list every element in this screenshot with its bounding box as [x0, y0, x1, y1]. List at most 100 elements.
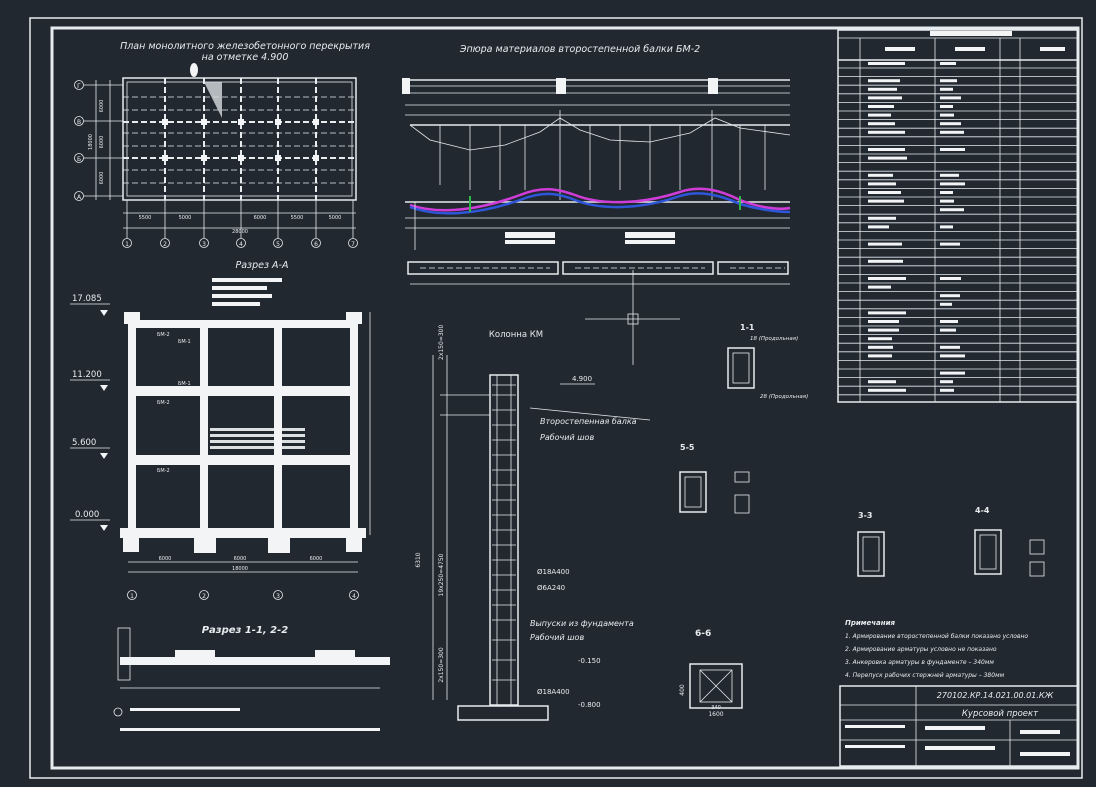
svg-text:5500: 5500 — [139, 215, 152, 221]
svg-text:1: 1 — [130, 593, 134, 600]
notes-title: Примечания — [845, 619, 896, 627]
section-aa-legend-block — [212, 278, 282, 306]
svg-text:Ø18А400: Ø18А400 — [537, 688, 570, 696]
section-aa-title: Разрез А-А — [236, 260, 289, 271]
note-1: 1. Армирование второстепенной балки пока… — [845, 633, 1028, 640]
svg-text:17.085: 17.085 — [72, 294, 102, 304]
titleblock-name: Курсовой проект — [962, 709, 1039, 719]
plan-secondary-beams — [123, 97, 356, 183]
svg-text:-0.150: -0.150 — [578, 657, 601, 665]
titleblock-code: 270102.КР.14.021.00.01.КЖ — [937, 691, 1054, 700]
plan-row-axes: Г В Б А 6000 6000 6000 18000 — [75, 80, 124, 201]
svg-text:6310: 6310 — [415, 552, 422, 567]
plan-title-1: План монолитного железобетонного перекры… — [120, 41, 370, 52]
svg-text:6000: 6000 — [234, 556, 247, 562]
svg-text:6000: 6000 — [99, 100, 105, 113]
label-foundation-outlets: Выпуски из фундамента — [530, 619, 634, 628]
svg-text:5500: 5500 — [291, 215, 304, 221]
svg-text:400: 400 — [679, 684, 686, 696]
svg-text:6000: 6000 — [99, 136, 105, 149]
svg-text:340: 340 — [711, 705, 721, 711]
label-secondary-beam: Второстепенная балка — [540, 417, 637, 426]
svg-text:4.900: 4.900 — [572, 375, 592, 383]
svg-text:6-6: 6-6 — [695, 629, 711, 639]
section-aa-levels: 17.085 11.200 5.600 0.000 — [70, 294, 110, 531]
svg-text:5: 5 — [276, 241, 280, 248]
svg-text:18000: 18000 — [232, 566, 248, 572]
svg-text:7: 7 — [351, 241, 355, 248]
svg-text:БМ-1: БМ-1 — [178, 339, 191, 345]
svg-text:1: 1 — [125, 241, 129, 248]
svg-text:6000: 6000 — [254, 215, 267, 221]
svg-text:4-4: 4-4 — [975, 506, 990, 515]
svg-text:6000: 6000 — [310, 556, 323, 562]
plan-marker — [190, 63, 198, 77]
section-5-5: 5-5 — [680, 443, 749, 513]
svg-text:5.600: 5.600 — [72, 438, 96, 448]
svg-text:3: 3 — [276, 593, 280, 600]
svg-text:6000: 6000 — [99, 172, 105, 185]
title-block: 270102.КР.14.021.00.01.КЖ Курсовой проек… — [840, 686, 1078, 766]
svg-text:28000: 28000 — [232, 229, 248, 235]
section-12: Разрез 1-1, 2-2 Разрез 1-1, 2-2 — [114, 625, 390, 731]
svg-text:БМ-1: БМ-1 — [178, 381, 191, 387]
note-2: 2. Армирование арматуры условно не показ… — [845, 646, 997, 653]
svg-text:0.000: 0.000 — [75, 510, 99, 520]
svg-text:В: В — [77, 119, 81, 126]
note-3: 3. Анкеровка арматуры в фундаменте – 340… — [845, 659, 994, 666]
svg-text:2х150=300: 2х150=300 — [438, 647, 445, 682]
section-4-4: 4-4 — [975, 506, 1044, 576]
section-12-title: Разрез 1-1, 2-2 — [202, 625, 289, 636]
section-aa: Разрез А-А 17.085 — [70, 260, 370, 600]
column-km: Колонна КМ 2x150=300 19х250=4750 2х150=3… — [415, 325, 650, 720]
svg-text:Г: Г — [77, 83, 81, 90]
svg-text:18000: 18000 — [88, 134, 94, 150]
svg-text:1600: 1600 — [708, 711, 723, 718]
svg-text:1-1: 1-1 — [740, 323, 755, 332]
section-1-1: 1-1 18 (Продольная) 28 (Продольная) — [728, 323, 808, 400]
plan-main-beams — [123, 78, 356, 200]
svg-text:11.200: 11.200 — [72, 370, 102, 380]
section-6-6: 6-6 400 1600 340 — [679, 629, 742, 718]
svg-text:2: 2 — [163, 241, 167, 248]
svg-text:2x150=300: 2x150=300 — [438, 325, 445, 360]
diagram-title: Эпюра материалов второстепенной балки БМ… — [459, 44, 700, 55]
label-work-joint-2: Рабочий шов — [530, 633, 584, 642]
plan-title-2: на отметке 4.900 — [202, 52, 289, 63]
column-ties — [492, 385, 516, 680]
svg-text:19х250=4750: 19х250=4750 — [438, 553, 445, 596]
svg-text:5000: 5000 — [179, 215, 192, 221]
svg-text:5000: 5000 — [329, 215, 342, 221]
svg-text:28 (Продольная): 28 (Продольная) — [760, 394, 808, 400]
svg-text:Б: Б — [77, 156, 81, 163]
section-aa-axes: 1 2 3 4 — [128, 591, 359, 601]
svg-text:БМ-2: БМ-2 — [157, 468, 170, 474]
plan-slab-outline — [123, 78, 356, 200]
svg-text:18 (Продольная): 18 (Продольная) — [750, 336, 798, 342]
svg-text:6: 6 — [314, 241, 318, 248]
svg-text:-0.800: -0.800 — [578, 701, 601, 709]
svg-text:2: 2 — [202, 593, 206, 600]
svg-text:4: 4 — [239, 241, 243, 248]
svg-text:5-5: 5-5 — [680, 443, 695, 452]
column-title: Колонна КМ — [489, 330, 543, 340]
section-3-3: 3-3 — [858, 511, 884, 576]
plan-hatched-zone — [204, 82, 222, 118]
note-4: 4. Перепуск рабочих стержней арматуры – … — [845, 672, 1005, 679]
svg-text:Ø6А240: Ø6А240 — [537, 584, 565, 592]
svg-text:БМ-2: БМ-2 — [157, 332, 170, 338]
section-aa-frame — [120, 312, 366, 553]
svg-text:Ø18А400: Ø18А400 — [537, 568, 570, 576]
svg-text:6000: 6000 — [159, 556, 172, 562]
svg-text:3-3: 3-3 — [858, 511, 872, 520]
plan-view: План монолитного железобетонного перекры… — [75, 41, 371, 248]
svg-text:БМ-2: БМ-2 — [157, 400, 170, 406]
notes: Примечания 1. Армирование второстепенной… — [845, 619, 1028, 679]
material-diagram: Эпюра материалов второстепенной балки БМ… — [402, 44, 790, 365]
spec-table — [838, 30, 1078, 402]
svg-text:3: 3 — [202, 241, 206, 248]
label-work-joint: Рабочий шов — [540, 433, 594, 442]
svg-text:4: 4 — [352, 593, 356, 600]
plan-col-axes: 5500 5000 6000 5500 5000 28000 1 2 3 4 5… — [123, 200, 358, 248]
